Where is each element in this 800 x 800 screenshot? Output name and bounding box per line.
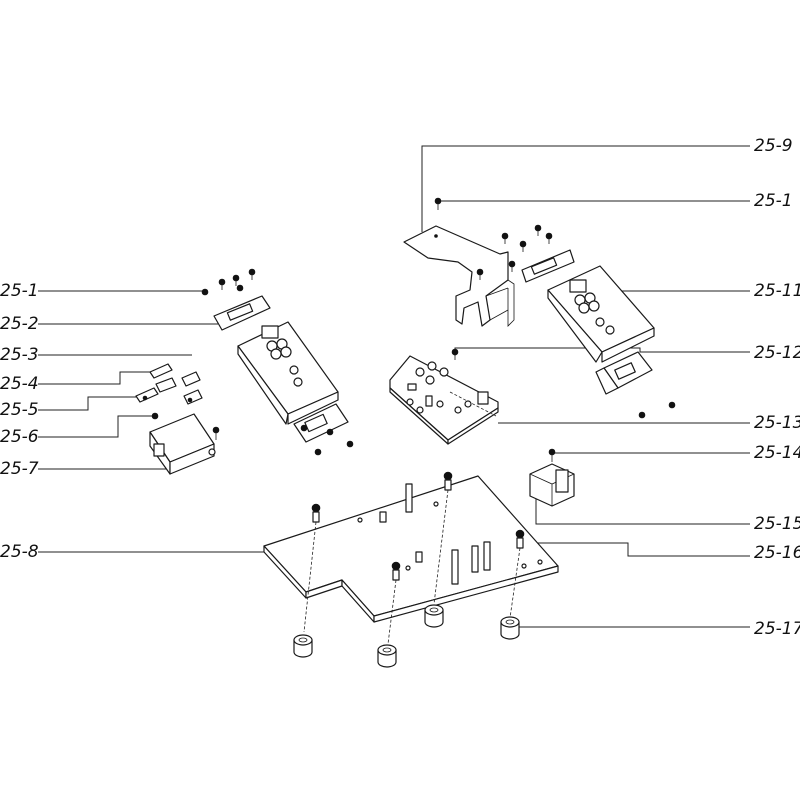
- leader-25-7: [38, 458, 176, 470]
- callout-labels: 25-1 25-2 25-3 25-4 25-5 25-6 25-7 25-8 …: [0, 136, 800, 639]
- screws-right-top: [434, 197, 676, 419]
- label-25-1-right: 25-1: [754, 191, 793, 211]
- part-small-module: [149, 413, 220, 475]
- part-base-screws: [303, 471, 525, 645]
- label-25-6: 25-6: [0, 427, 39, 447]
- leader-25-4: [38, 371, 152, 385]
- foot-1: [293, 634, 313, 658]
- leader-25-6: [38, 415, 152, 438]
- part-base-plate: [263, 475, 559, 623]
- label-25-15: 25-15: [754, 514, 800, 534]
- label-25-1-left: 25-1: [0, 281, 39, 301]
- label-25-9: 25-9: [754, 136, 793, 156]
- part-feet: [293, 604, 520, 668]
- leader-25-16: [535, 542, 750, 557]
- part-left-connector-plate: [213, 295, 271, 331]
- screw-board: [451, 348, 459, 360]
- part-cover-bracket: [403, 225, 515, 327]
- foot-3: [424, 604, 444, 628]
- leader-25-9: [421, 145, 750, 232]
- foot-4: [500, 616, 520, 640]
- label-25-11: 25-11: [754, 281, 800, 301]
- label-25-4: 25-4: [0, 374, 39, 394]
- part-relay-block: [529, 448, 575, 507]
- part-right-connector-plate: [521, 249, 575, 283]
- label-25-3: 25-3: [0, 345, 39, 365]
- part-left-enclosure: [237, 321, 349, 443]
- label-25-2: 25-2: [0, 314, 39, 334]
- label-25-7: 25-7: [0, 459, 39, 479]
- foot-2: [377, 644, 397, 668]
- leader-25-5: [38, 396, 140, 411]
- part-clips: [135, 363, 203, 420]
- label-25-12: 25-12: [754, 343, 800, 363]
- label-25-13: 25-13: [754, 413, 800, 433]
- label-25-8: 25-8: [0, 542, 39, 562]
- label-25-14: 25-14: [754, 443, 800, 463]
- label-25-17: 25-17: [754, 619, 800, 639]
- part-circuit-board: [389, 355, 499, 445]
- label-25-5: 25-5: [0, 400, 39, 420]
- part-right-enclosure: [547, 265, 655, 395]
- leader-lines: [38, 145, 750, 628]
- label-25-16: 25-16: [754, 543, 800, 563]
- screws-left-top: [201, 268, 354, 456]
- leader-25-15: [535, 498, 750, 525]
